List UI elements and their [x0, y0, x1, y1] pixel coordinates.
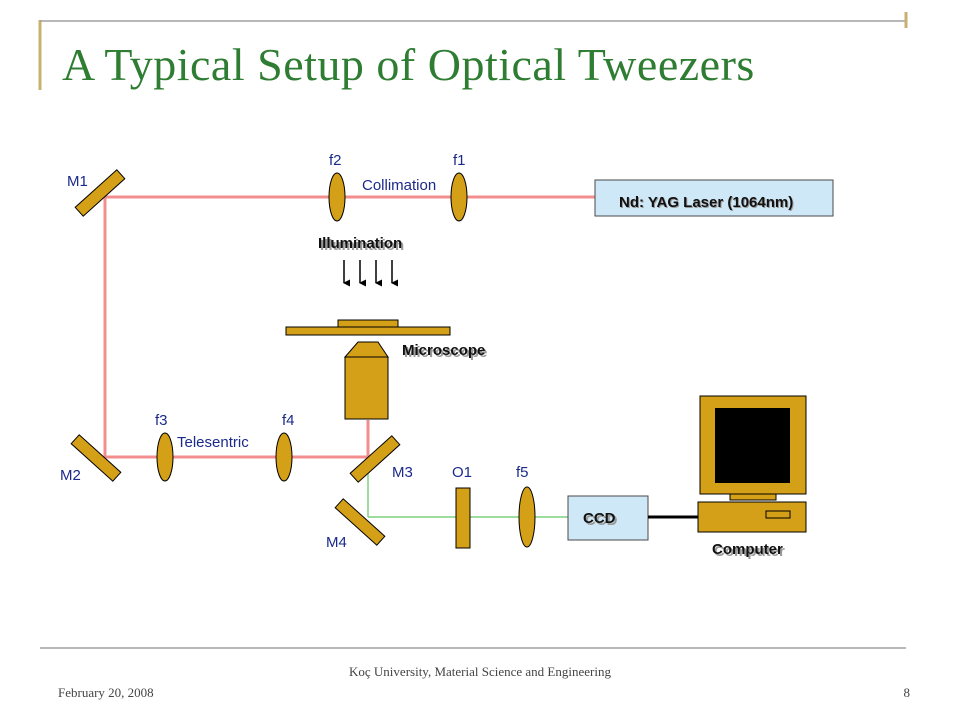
computer-screen	[715, 408, 790, 483]
microscope-body	[344, 356, 389, 420]
label-illumination-shadow: Illumination	[320, 237, 404, 254]
label-ccd: CCD	[583, 510, 616, 527]
mirror-m2	[70, 434, 122, 482]
label-computer: Computer	[712, 541, 783, 558]
computer	[697, 395, 807, 533]
laser-source-box	[594, 179, 834, 217]
label-laser: Nd: YAG Laser (1064nm)	[619, 194, 793, 211]
lens-f2	[328, 172, 346, 222]
footer-institution: Koç University, Material Science and Eng…	[349, 664, 611, 679]
microscope-stage	[285, 326, 451, 336]
laser-beam-path	[103, 195, 595, 459]
laser-beam	[103, 195, 595, 459]
label-computer-shadow: Computer	[714, 543, 785, 560]
label-m4: M4	[326, 534, 347, 551]
label-m1: M1	[67, 173, 88, 190]
footer-date: February 20, 2008	[58, 685, 154, 700]
label-ccd-shadow: CCD	[585, 512, 618, 529]
objective-o1	[455, 487, 471, 549]
label-f4: f4	[282, 412, 295, 429]
label-f2: f2	[329, 152, 342, 169]
microscope-nosepiece	[343, 341, 389, 358]
label-microscope-shadow: Microscope	[404, 344, 487, 361]
lens-f1	[450, 172, 468, 222]
label-f5: f5	[516, 464, 529, 481]
microscope-stage-block	[337, 319, 399, 328]
label-f3: f3	[155, 412, 168, 429]
footer-page-number: 8	[903, 685, 911, 700]
computer-monitor-stand	[729, 493, 777, 501]
mirror-m4	[334, 498, 386, 546]
label-illumination: Illumination	[318, 235, 402, 252]
lens-f5	[518, 486, 536, 548]
label-f1: f1	[453, 152, 466, 169]
lens-f4	[275, 432, 293, 482]
label-o1: O1	[452, 464, 472, 481]
slide-title: A Typical Setup of Optical Tweezers	[62, 39, 755, 90]
illumination-arrows	[343, 260, 398, 287]
computer-drive-slot	[765, 510, 791, 519]
label-m2: M2	[60, 467, 81, 484]
ccd-camera-box	[567, 495, 649, 541]
microscope	[285, 319, 451, 420]
label-telesentric: Telesentric	[177, 434, 249, 451]
label-collimation: Collimation	[362, 177, 436, 194]
label-microscope: Microscope	[402, 342, 485, 359]
lens-f3	[156, 432, 174, 482]
label-laser-shadow: Nd: YAG Laser (1064nm)	[620, 195, 794, 212]
label-m3: M3	[392, 464, 413, 481]
mirror-m1	[74, 169, 126, 217]
mirror-m3	[349, 435, 401, 483]
